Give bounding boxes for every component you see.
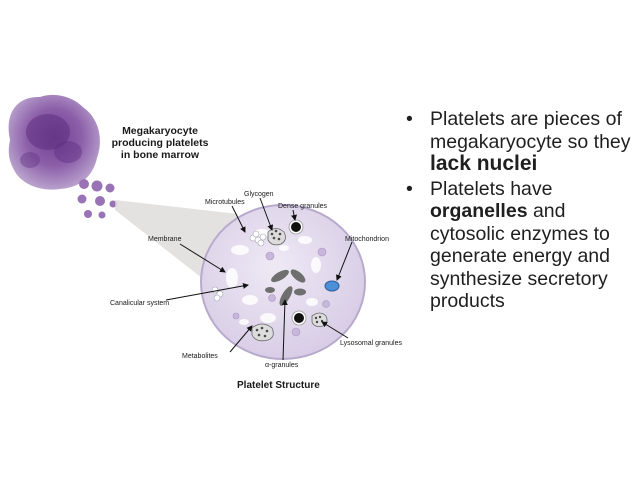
label-membrane: Membrane bbox=[148, 236, 182, 243]
bullet-text-tail: and cytosolic enzymes to generate energy… bbox=[430, 200, 610, 312]
bullet-emphasis: lack nuclei bbox=[430, 152, 538, 175]
label-mitochondrion: Mitochondrion bbox=[345, 236, 389, 243]
released-platelets bbox=[77, 179, 117, 219]
microtubule-coils bbox=[211, 230, 267, 302]
bullet-emphasis: organelles bbox=[430, 200, 528, 222]
caption-line-2: producing platelets bbox=[111, 137, 209, 149]
canalicular-system bbox=[226, 229, 321, 325]
label-arrows bbox=[165, 197, 353, 361]
bullet-text: Platelets have bbox=[430, 177, 553, 200]
label-microtubules: Microtubules bbox=[205, 199, 245, 206]
mitochondrion bbox=[324, 280, 340, 292]
label-canalicular-system: Canalicular system bbox=[110, 300, 170, 307]
caption-line-3: in bone marrow bbox=[120, 149, 200, 161]
label-dense-granules: Dense granules bbox=[278, 203, 328, 210]
label-metabolites: Metabolites bbox=[182, 353, 218, 360]
label-glycogen: Glycogen bbox=[244, 191, 274, 198]
bullet-dot: • bbox=[406, 177, 413, 200]
bullet-item: • Platelets have organelles and cytosoli… bbox=[404, 178, 636, 313]
small-granules bbox=[232, 247, 330, 337]
megakaryocyte-caption: Megakaryocyte producing platelets in bon… bbox=[95, 125, 225, 161]
bullet-dot: • bbox=[406, 108, 413, 130]
figure-title: Platelet Structure bbox=[237, 380, 320, 391]
bullet-list: • Platelets are pieces of megakaryocyte … bbox=[404, 108, 636, 315]
bullet-text: Platelets are pieces of megakaryocyte so… bbox=[430, 108, 631, 153]
caption-line-1: Megakaryocyte bbox=[122, 125, 198, 137]
label-lysosomal-granules: Lysosomal granules bbox=[340, 340, 402, 347]
megakaryocyte-image bbox=[8, 94, 100, 190]
label-alpha-granules: α-granules bbox=[265, 362, 299, 369]
bullet-item: • Platelets are pieces of megakaryocyte … bbox=[404, 108, 636, 176]
alpha-granule-cluster bbox=[265, 269, 306, 306]
glycogen-granules bbox=[251, 228, 328, 342]
dense-granules bbox=[288, 219, 307, 326]
platelet-cell bbox=[200, 204, 366, 360]
